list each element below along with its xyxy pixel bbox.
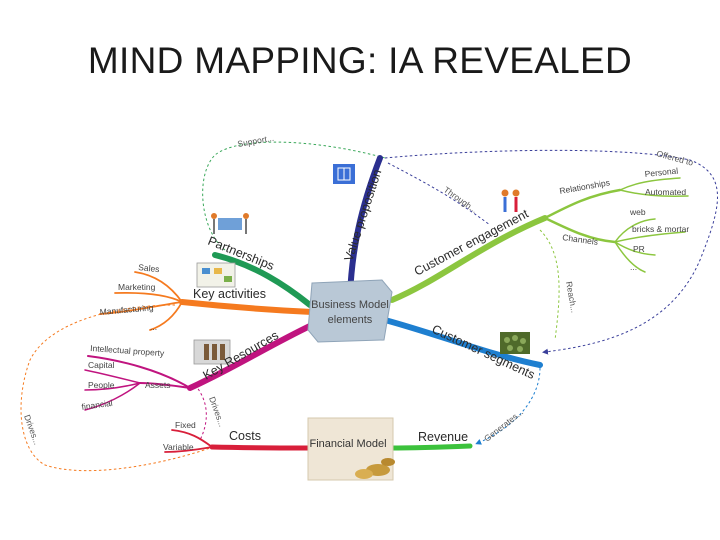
manufacturing-label: Manufacturing bbox=[99, 302, 154, 317]
branch-customer-segments bbox=[382, 317, 543, 368]
value-proposition-image bbox=[333, 164, 355, 184]
branch-value-proposition bbox=[347, 155, 383, 298]
key-activities-subtree bbox=[99, 271, 183, 331]
branch-revenue bbox=[387, 443, 473, 451]
financial-model-node[interactable]: Financial Model bbox=[307, 417, 395, 481]
slide-title: MIND MAPPING: IA REVEALED bbox=[87, 40, 633, 81]
variable-label: Variable bbox=[163, 442, 194, 452]
channels-more-label: ... bbox=[630, 262, 637, 272]
capital-label: Capital bbox=[88, 360, 115, 370]
branch-partnerships bbox=[212, 252, 313, 308]
financial-model-label: Financial Model bbox=[309, 438, 386, 450]
key-activities-image bbox=[196, 262, 236, 288]
central-node[interactable]: Business Model elements bbox=[307, 279, 393, 343]
costs-subtree bbox=[164, 429, 213, 453]
relation-support-line bbox=[202, 141, 386, 251]
sales-label: Sales bbox=[138, 262, 160, 274]
relation-through-line bbox=[387, 162, 491, 226]
fixed-label: Fixed bbox=[175, 420, 196, 430]
key-activities-label: Key activities bbox=[193, 287, 266, 301]
costs-label: Costs bbox=[229, 429, 261, 443]
drives-activities-relation-label: Drives... bbox=[22, 413, 42, 446]
bricks-mortar-label: bricks & mortar bbox=[632, 224, 689, 234]
key-resources-image bbox=[193, 339, 231, 365]
key-resources-subtree bbox=[84, 355, 191, 411]
central-node-label-2: elements bbox=[328, 314, 373, 326]
relation-drives-resources-line bbox=[194, 384, 207, 441]
partnerships-image bbox=[211, 213, 249, 234]
through-relation-label: Through... bbox=[442, 184, 479, 214]
intellectual-property-label: Intellectual property bbox=[90, 343, 165, 358]
drives-resources-relation-label: Drives... bbox=[207, 395, 227, 428]
pr-label: PR bbox=[633, 244, 645, 254]
assets-label: Assets bbox=[145, 380, 171, 390]
channels-label: Channels bbox=[562, 232, 599, 247]
generates-relation-label: Generates... bbox=[482, 407, 525, 444]
marketing-label: Marketing bbox=[118, 282, 156, 292]
customer-engagement-subtree bbox=[543, 177, 689, 273]
web-label: web bbox=[629, 207, 646, 217]
personal-label: Personal bbox=[644, 166, 679, 179]
revenue-label: Revenue bbox=[418, 430, 468, 444]
branch-key-resources bbox=[187, 322, 315, 391]
reach-relation-label: Reach... bbox=[564, 281, 579, 314]
people-label: People bbox=[88, 380, 115, 390]
automated-label: Automated bbox=[645, 187, 686, 197]
branch-costs bbox=[209, 444, 313, 451]
branch-customer-engagement bbox=[389, 215, 548, 303]
customer-engagement-image bbox=[501, 189, 520, 212]
customer-segments-image bbox=[500, 332, 530, 354]
relation-offered-line bbox=[384, 149, 718, 355]
support-relation-label: Support... bbox=[237, 133, 275, 149]
activities-more-label: ... bbox=[150, 322, 157, 332]
central-node-label-1: Business Model bbox=[311, 299, 389, 311]
branch-key-activities bbox=[179, 299, 315, 315]
customer-engagement-label: Customer engagement bbox=[412, 206, 531, 278]
financial-label: financial bbox=[81, 398, 113, 412]
relation-reach-line bbox=[539, 229, 560, 341]
